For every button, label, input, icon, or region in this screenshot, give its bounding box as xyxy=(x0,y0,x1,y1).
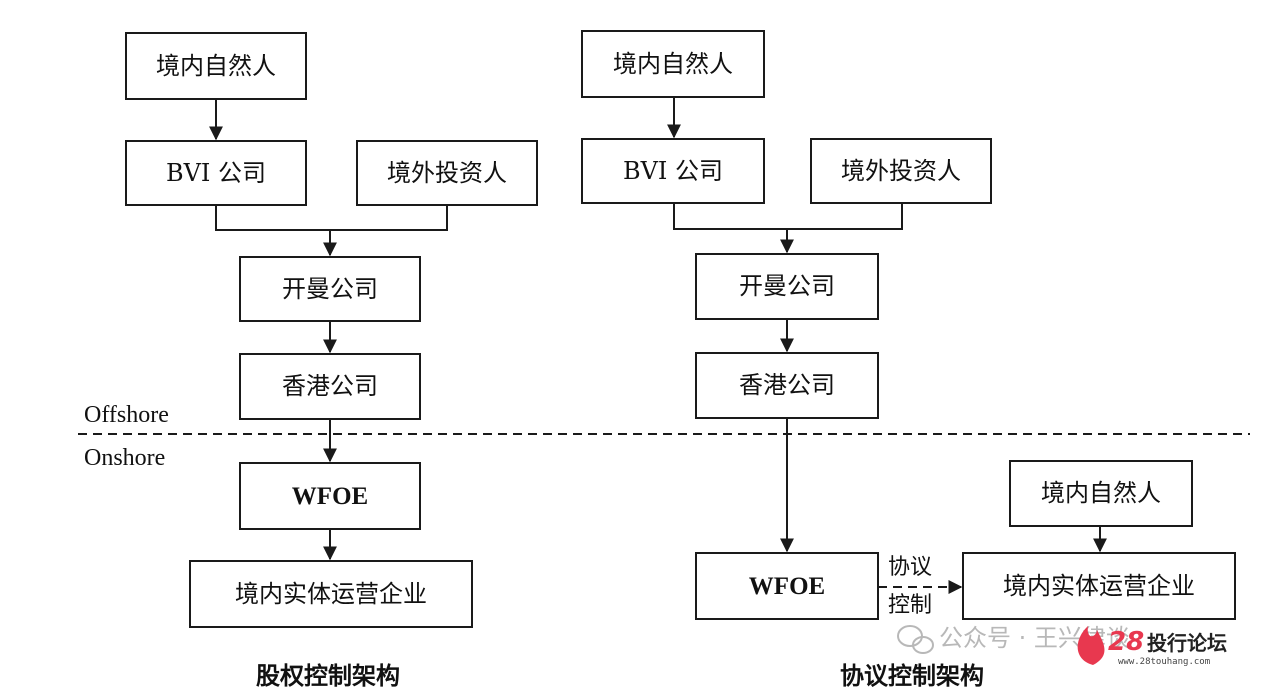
left-hk-label: 香港公司 xyxy=(282,372,378,400)
flame-logo-icon xyxy=(1077,626,1105,665)
right-operating-label: 境内实体运营企业 xyxy=(1003,572,1195,600)
agreement-label-line1: 协议 xyxy=(888,555,932,580)
right-domestic-person2-box xyxy=(1009,460,1193,527)
right-domestic-person2-label: 境内自然人 xyxy=(1041,479,1161,507)
right-cayman-box xyxy=(695,253,879,320)
left-operating-box xyxy=(189,560,473,628)
right-domestic-person-box xyxy=(581,30,765,98)
offshore-label: Offshore xyxy=(84,402,169,428)
vie-control-structure: 境内自然人 BVI 公司 境外投资人 开曼公司 香港公司 WFOE 境内自然人 … xyxy=(581,30,1236,690)
watermark: 公众号 · 王兴律谈 28 投行论坛 www.28touhang.com xyxy=(897,624,1227,667)
left-operating-label: 境内实体运营企业 xyxy=(235,580,427,608)
left-foreign-investor-label: 境外投资人 xyxy=(387,159,507,187)
left-wfoe-box xyxy=(239,462,421,530)
right-foreign-investor-box xyxy=(810,138,992,204)
agreement-label-line2: 控制 xyxy=(888,593,932,618)
right-cayman-label: 开曼公司 xyxy=(739,272,835,300)
right-hk-label: 香港公司 xyxy=(739,371,835,399)
right-hk-box xyxy=(695,352,879,419)
onshore-label: Onshore xyxy=(84,445,165,471)
right-merge-connector xyxy=(673,203,903,230)
right-domestic-person-label: 境内自然人 xyxy=(613,50,733,78)
right-wfoe-box xyxy=(695,552,879,620)
left-merge-connector xyxy=(215,205,448,231)
left-bvi-label: BVI 公司 xyxy=(166,159,266,187)
left-cayman-label: 开曼公司 xyxy=(282,275,378,303)
logo-text: 投行论坛 xyxy=(1147,631,1227,655)
left-bvi-box xyxy=(125,140,307,206)
left-foreign-investor-box xyxy=(356,140,538,206)
logo-number: 28 xyxy=(1108,627,1144,657)
left-hk-box xyxy=(239,353,421,420)
right-bvi-label: BVI 公司 xyxy=(623,157,723,185)
right-wfoe-label: WFOE xyxy=(749,573,825,600)
left-domestic-person-label: 境内自然人 xyxy=(156,52,276,80)
equity-control-structure: 境内自然人 BVI 公司 境外投资人 开曼公司 香港公司 WFOE 境内实体运营… xyxy=(125,32,538,690)
right-foreign-investor-label: 境外投资人 xyxy=(841,157,961,185)
logo-url: www.28touhang.com xyxy=(1118,657,1210,667)
wechat-icon xyxy=(897,625,934,654)
right-operating-box xyxy=(962,552,1236,620)
right-caption: 协议控制架构 xyxy=(840,662,984,690)
left-caption: 股权控制架构 xyxy=(256,662,400,690)
left-wfoe-label: WFOE xyxy=(292,483,368,510)
